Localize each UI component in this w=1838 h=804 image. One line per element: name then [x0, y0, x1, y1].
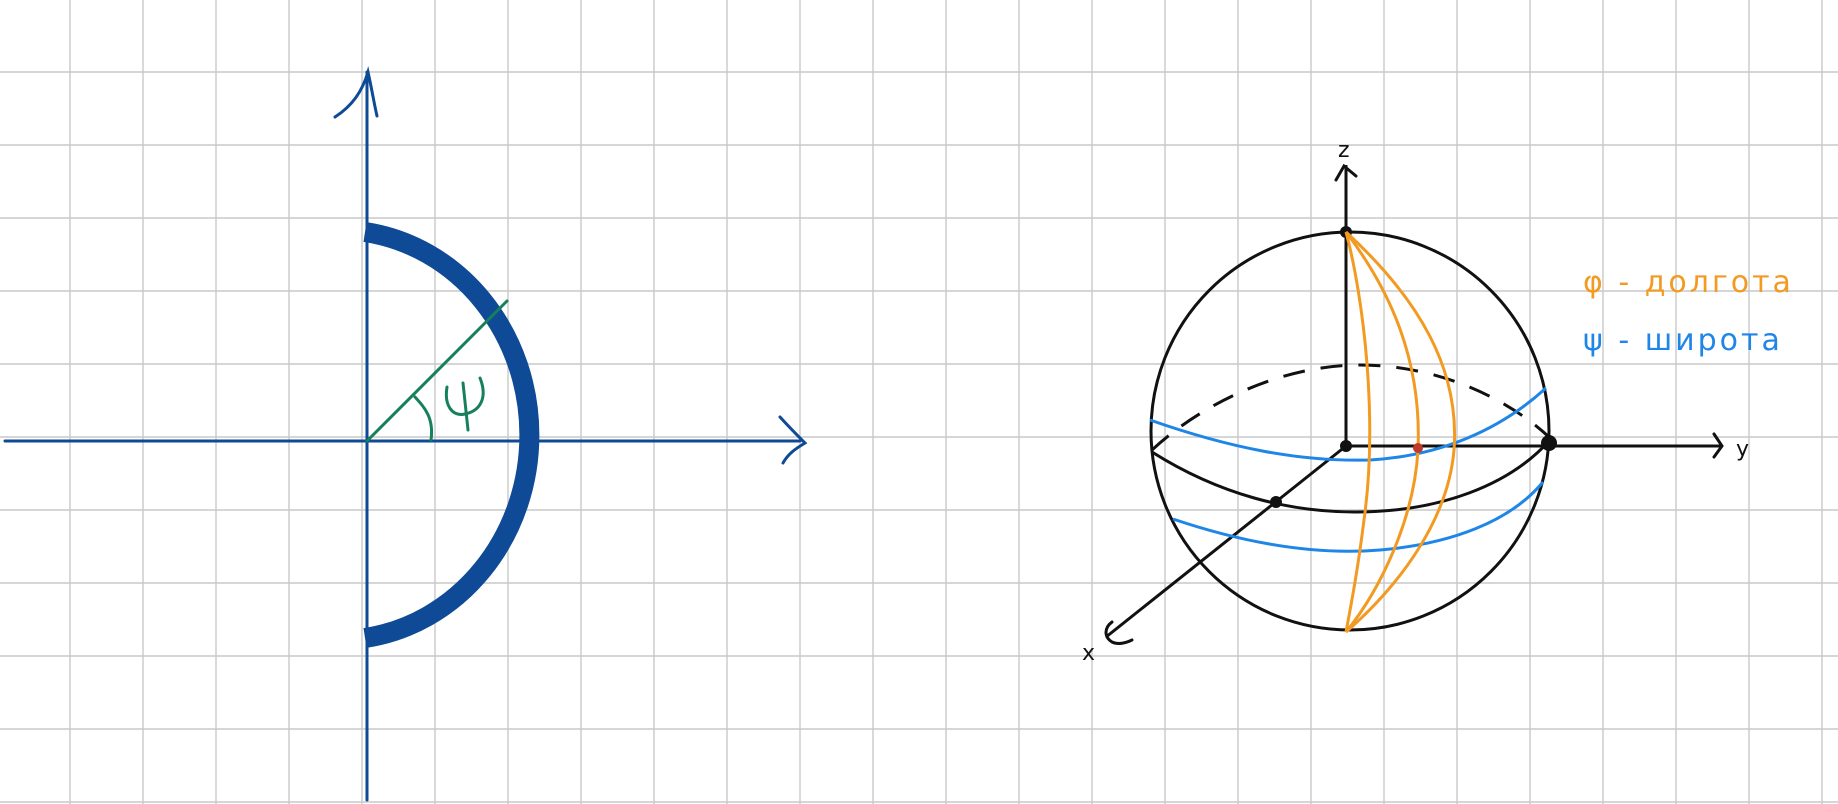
left-figure: ψ — [3, 66, 808, 802]
left-horizontal-arrowhead — [778, 415, 808, 465]
origin-point — [1340, 440, 1352, 452]
x-axis — [1105, 444, 1347, 639]
longitude-lines — [1344, 230, 1457, 634]
z-axis-arrowhead — [1334, 163, 1358, 182]
x-axis-label: x — [1082, 641, 1095, 666]
y-axis-arrowhead — [1712, 432, 1724, 459]
right-half-circle-arc — [363, 222, 540, 648]
longitude-y-intersection-point — [1413, 443, 1423, 453]
legend-latitude: ψ - широта — [1583, 323, 1783, 358]
equator-front — [1151, 439, 1552, 514]
equator-back — [1150, 363, 1552, 452]
left-vertical-arrowhead — [333, 66, 379, 119]
angle-label-psi — [444, 376, 485, 432]
legend-longitude: φ - долгота — [1583, 265, 1794, 300]
latitude-line-lower — [1172, 481, 1545, 553]
right-figure: z y x φ - долгота ψ - широта — [1082, 138, 1794, 666]
y-intersection-point — [1541, 435, 1557, 451]
z-axis-label: z — [1338, 138, 1350, 163]
x-axis-arrowhead — [1104, 620, 1134, 645]
angle-arc — [413, 395, 434, 442]
y-axis-label: y — [1736, 437, 1749, 462]
x-intersection-point — [1270, 496, 1282, 508]
sphere-outline — [1149, 230, 1551, 632]
angle-ray — [365, 299, 509, 443]
